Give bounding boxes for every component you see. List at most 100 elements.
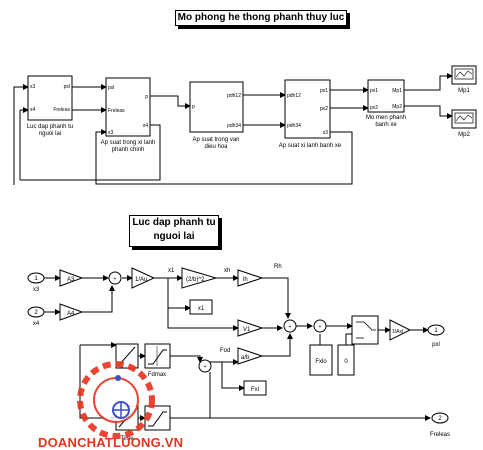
watermark-logo [77,361,155,439]
b2-in3-label: x3 [108,130,114,136]
sum-2[interactable]: + [283,319,297,333]
b2-in1-label: pxl [108,85,114,91]
sum-3-glyph: + [319,324,322,330]
sum-4[interactable]: + [198,359,212,373]
b4-caption: Ap suat xi lanh banh xe [279,143,342,149]
b4-out3-label: x3 [323,130,329,136]
b2-in2-label: Freleas [108,108,125,114]
b2-caption-1: Ap suat trong xi lanh [101,140,156,146]
fod-label: Fod [220,348,230,354]
b3-out2-label: pdh34 [227,123,241,129]
b5-out1-label: Mp1 [392,88,402,94]
gain-v1[interactable]: V1 [237,319,264,337]
block-ap-suat-xi-lanh-chinh[interactable]: pxl Freleas x3 p x4 Ap suat trong xi lan… [101,77,156,153]
b5-out2-label: Mp2 [392,104,402,110]
fcn-block[interactable]: (2/b)^2 [181,267,218,289]
outport-freleas-number: 2 [438,416,442,422]
gain-vb-label: a/b [241,355,250,361]
gain-vb[interactable]: a/b [237,347,264,365]
b2-caption-2: phanh chinh [112,147,145,153]
b1-caption-2: nguoi lai [39,131,61,137]
b1-in1-label: x3 [30,84,36,90]
sum-1-glyph: + [114,276,117,282]
b5-in1-label: px1 [370,88,378,94]
display-fxl[interactable]: Fxl [243,380,267,396]
b4-out1-label: px1 [320,88,328,94]
outport-freleas-label: Freleas [430,432,450,438]
scope-mp2-label: Mp2 [458,132,470,138]
const-fxlo-label: Fxlo [315,359,327,365]
subsystem-title: Luc dap phanh tu nguoi lai [129,215,219,247]
display-x1[interactable]: x1 [189,299,213,315]
inport-x4[interactable]: 2 x4 [27,306,45,327]
b3-caption-2: dieu hoa [204,144,228,150]
b5-caption-1: Mo men phanh [366,115,406,121]
inport-x3-label: x3 [33,287,40,293]
b3-caption-1: Ap suat trong van [192,137,239,143]
fcn-block-label: (2/b)^2 [186,277,205,283]
const-zero-label: 0 [344,359,348,365]
main-title: Mo phong he thong phanh thuy luc [175,10,347,26]
gain-a4[interactable]: A4 [59,303,84,321]
fdmax-label: Fdmax [148,372,166,378]
display-x1-label: x1 [198,306,205,312]
inport-x4-label: x4 [33,321,40,327]
b1-caption-1: Luc dap phanh tu [27,124,73,130]
block-ap-suat-xi-lanh-banh-xe[interactable]: pdh12 pdh34 px1 px2 x3 Ap suat xi lanh b… [279,79,342,149]
signal-x1-label: x1 [168,268,175,274]
b5-caption-2: banh xe [375,122,397,128]
outport-pxl-number: 1 [434,328,438,334]
sum-1[interactable]: + [108,271,122,285]
watermark-text: DOANCHATLUONG.VN [38,435,184,450]
block-mo-men-phanh[interactable]: px1 px2 Mp1 Mp2 Mo men phanh banh xe [366,79,406,128]
gain-1-axl-label: 1/Axl [392,329,403,335]
scope-mp1-label: Mp1 [458,88,470,94]
block-luc-dap-phanh[interactable]: x3 x4 pxl Freleas Luc dap phanh tu nguoi… [27,75,73,137]
const-fxlo[interactable]: Fxlo [309,344,333,376]
time-label: Time [120,436,134,442]
display-fxl-label: Fxl [251,387,259,393]
b1-out1-label: pxl [64,84,70,90]
gain-a4-label: A4 [67,311,75,317]
b2-out1-label: p [145,94,148,100]
outport-pxl-label: pxl [432,342,440,348]
b3-in1-label: p [192,104,195,110]
b5-in2-label: px2 [370,105,378,111]
top-level-wires [13,73,453,185]
const-zero[interactable]: 0 [337,344,355,376]
b4-in1-label: pdh12 [287,93,301,99]
inport-x3[interactable]: 1 x3 [27,272,45,293]
subsystem-title-line2: nguoi lai [153,231,195,242]
gain-1-au-label: 1/Au [135,277,147,283]
subsystem-title-line1: Luc dap phanh tu [132,217,216,228]
subsystem-wires [44,275,431,421]
gain-lh-label: lh [243,277,248,283]
inport-x3-number: 1 [34,276,38,282]
b3-out1-label: pdh12 [227,93,241,99]
gain-a3-label: A3 [67,277,75,283]
signal-rh-label: Rh [274,264,282,270]
gain-lh[interactable]: lh [237,269,264,287]
sum-4-glyph: + [204,364,207,370]
outport-freleas[interactable]: 2 Freleas [430,412,450,438]
gain-v1-label: V1 [243,327,251,333]
b4-in2-label: pdh34 [287,123,301,129]
scope-mp2[interactable]: Mp2 [451,109,477,138]
scope-mp1[interactable]: Mp1 [451,65,477,94]
saturation-1[interactable]: Fdmax [144,343,171,378]
gain-a3[interactable]: A3 [59,269,84,287]
b2-out2-label: x4 [143,123,149,129]
outport-pxl[interactable]: 1 pxl [427,324,445,348]
sum-3[interactable]: + [313,319,327,333]
inport-x4-number: 2 [34,310,38,316]
signal-xh-label: xh [224,268,230,274]
block-ap-suat-van-dieu-hoa[interactable]: p pdh12 pdh34 Ap suat trong van dieu hoa [189,81,244,150]
gain-1-axl[interactable]: 1/Axl [389,319,412,341]
switch-block[interactable] [351,315,379,345]
sum-2-glyph: + [289,324,292,330]
b1-out2-label: Freleas [53,107,70,113]
b1-in2-label: x4 [30,107,36,113]
gain-1-au[interactable]: 1/Au [131,267,156,289]
b4-out2-label: px2 [320,106,328,112]
